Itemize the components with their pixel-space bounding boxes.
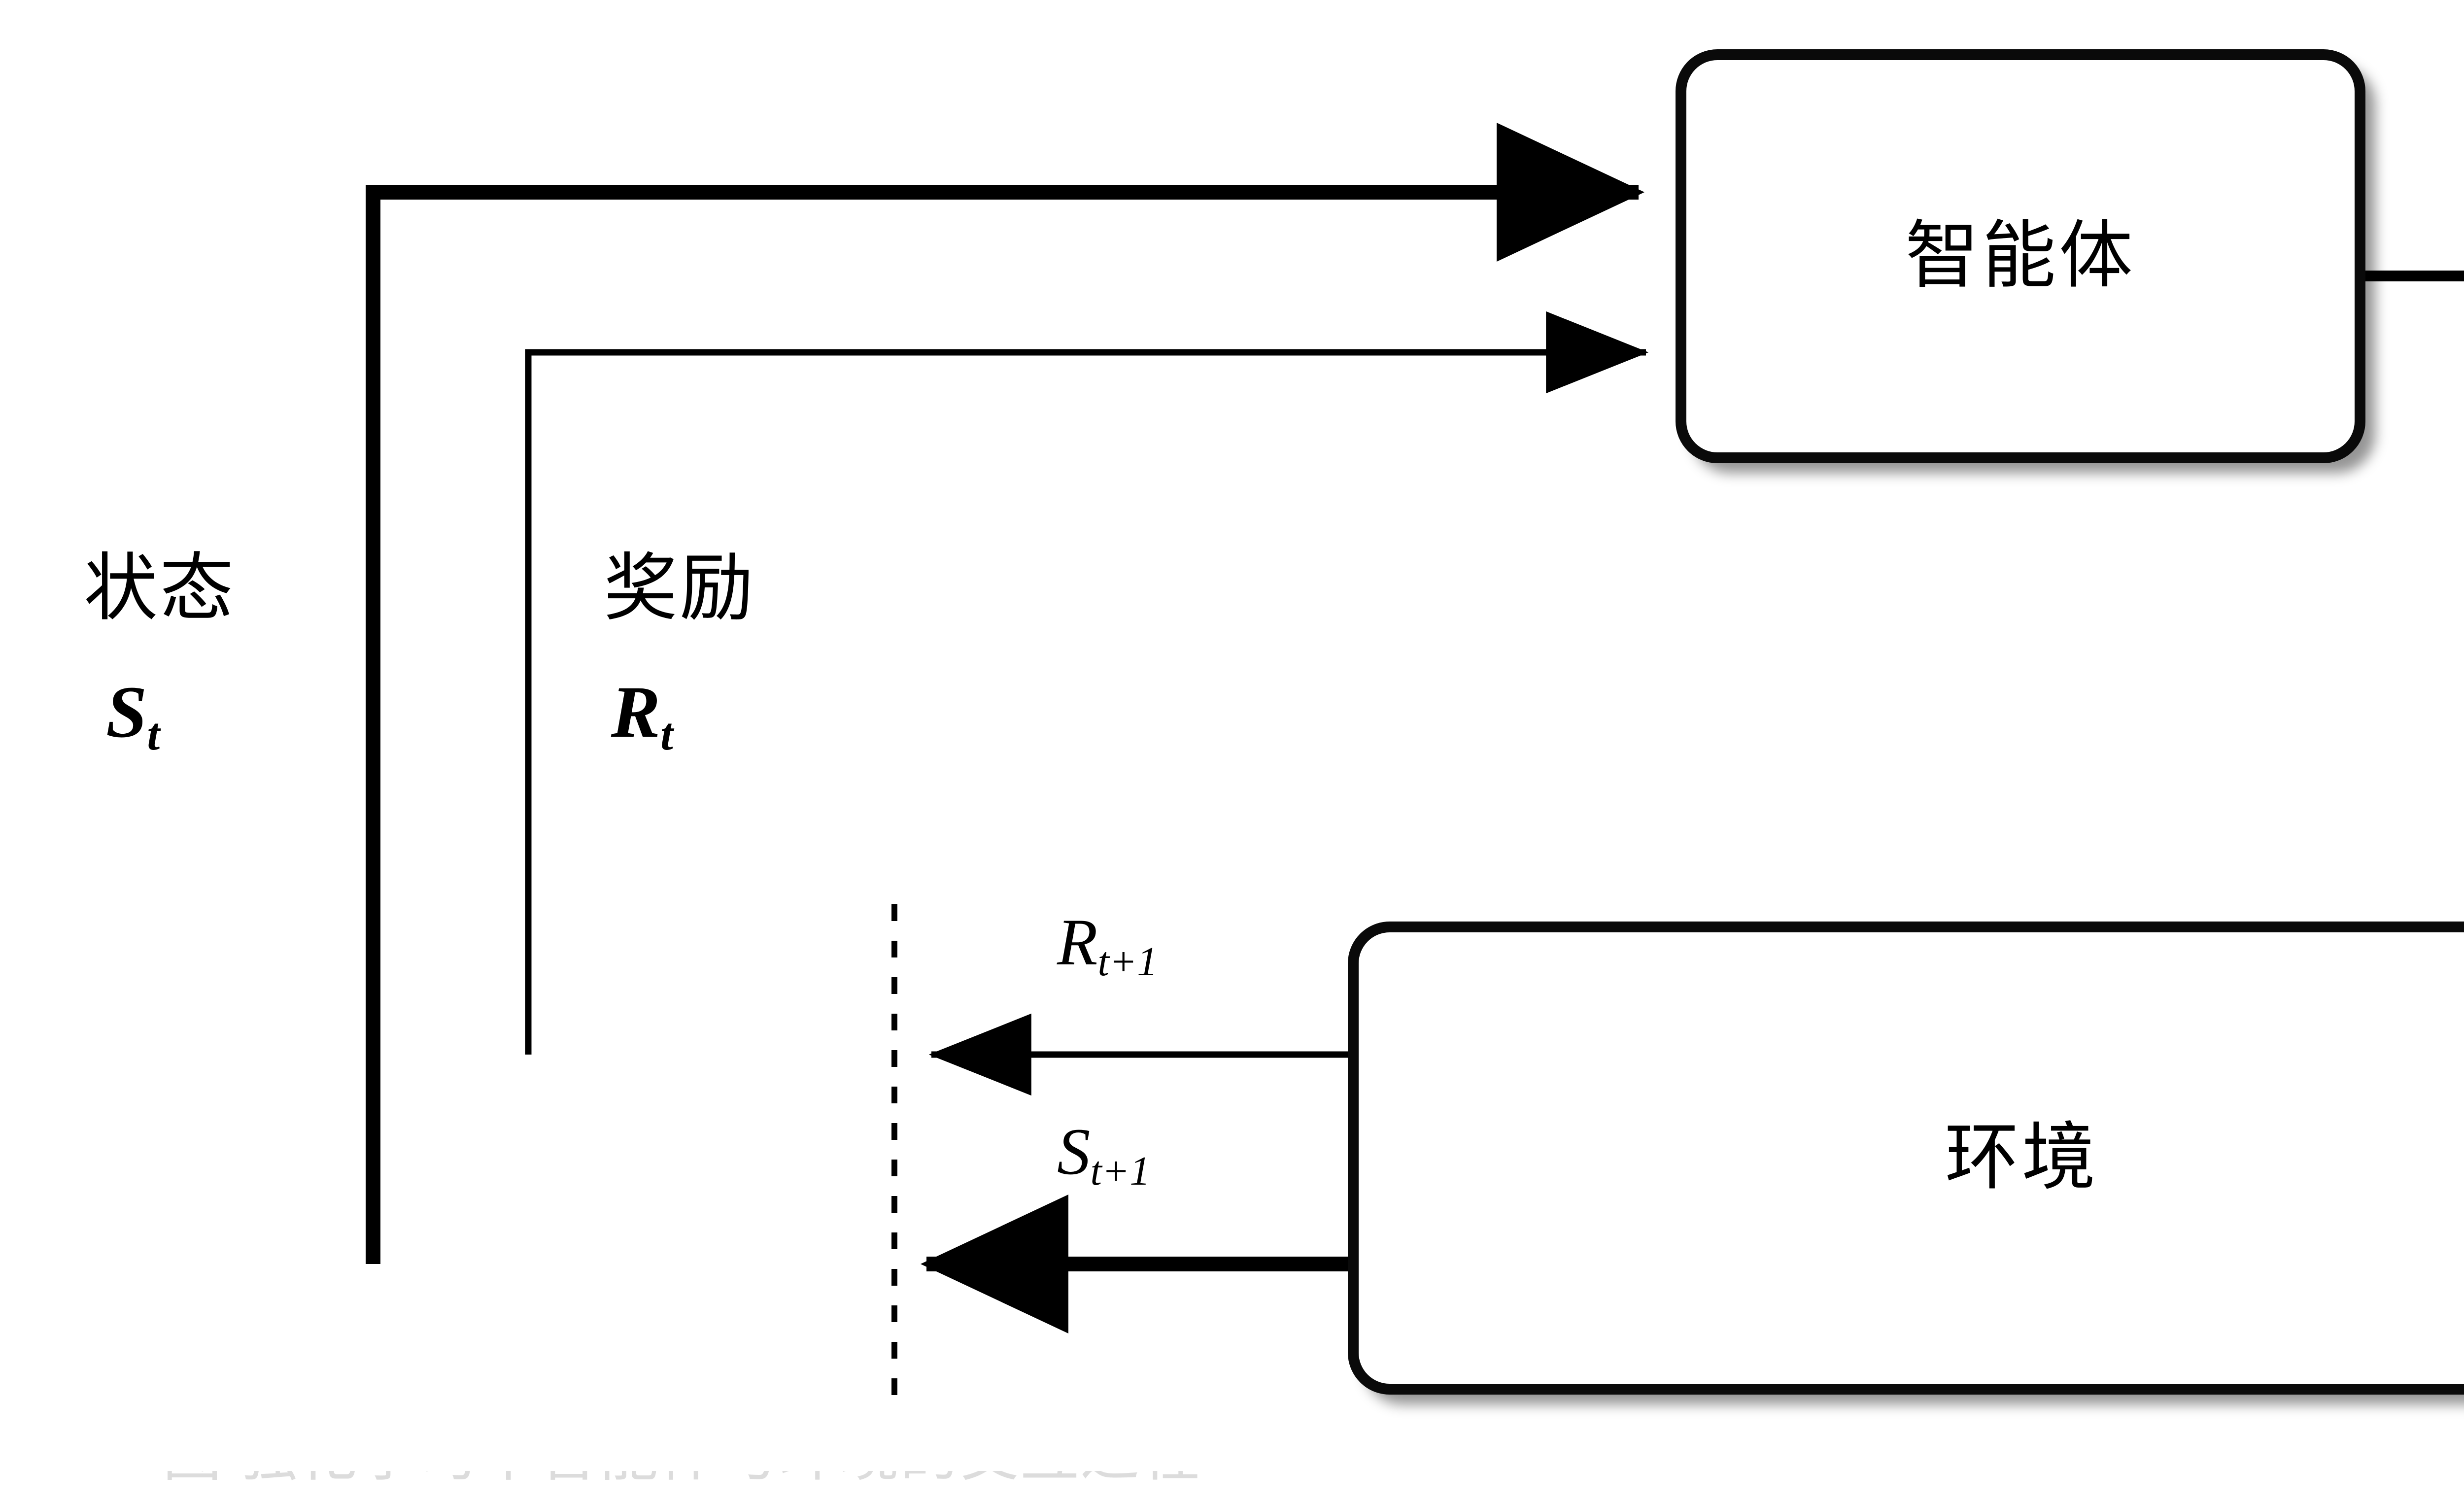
state-symbol-base: S (106, 671, 147, 753)
reward-next-symbol: Rt+1 (1057, 909, 1158, 982)
edge-state-to-agent (366, 123, 1644, 1264)
reward-symbol: Rt (611, 675, 673, 757)
state-symbol: St (106, 675, 160, 757)
reward-symbol-subscript: t (660, 709, 673, 760)
edge-reward-to-agent (525, 311, 1649, 1055)
state-symbol-subscript: t (147, 709, 160, 760)
agent-node-label: 智能体 (1905, 215, 2136, 297)
reward-label-cjk: 奖励 (604, 548, 756, 630)
reward-next-base: R (1057, 906, 1098, 979)
state-next-base: S (1057, 1115, 1091, 1189)
state-next-symbol: St+1 (1057, 1119, 1150, 1192)
reward-symbol-base: R (611, 671, 661, 753)
figure-caption-text: 图 强化学习中智能体与环境的交互过程 (163, 1471, 1200, 1485)
figure-caption-clipped: 图 强化学习中智能体与环境的交互过程 (163, 1471, 1690, 1503)
environment-node-label: 环境 (1945, 1117, 2099, 1199)
state-label-cjk: 状态 (84, 548, 236, 630)
environment-node[interactable]: 环境 (1348, 922, 2464, 1395)
agent-node[interactable]: 智能体 (1676, 49, 2365, 463)
state-next-subscript: t+1 (1090, 1148, 1151, 1194)
reward-next-subscript: t+1 (1097, 938, 1158, 985)
